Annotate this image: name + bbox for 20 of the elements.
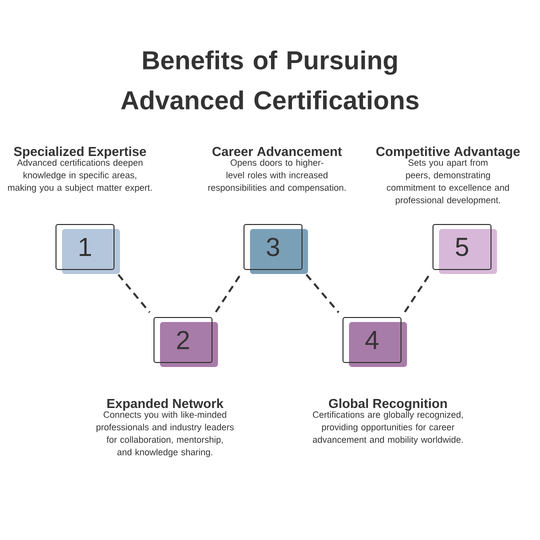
step-heading: Career Advancement [212, 146, 342, 156]
numbered-box: 5 [432, 224, 497, 274]
step-heading: Competitive Advantage [376, 146, 520, 159]
step-description: Certifications are globally recognized, providing opportunities for career advancement and mobility worldwide. [312, 411, 463, 445]
step-description: Sets you apart from peers, demonstrating commitment to excellence and professional development. [386, 159, 509, 206]
dashed-connector [306, 274, 340, 314]
numbered-box: 3 [244, 224, 308, 274]
step-heading: Global Recognition [328, 398, 447, 411]
step-heading: Specialized Expertise [14, 146, 146, 159]
numbered-box: 1 [56, 224, 120, 274]
step-heading: Expanded Network [107, 398, 224, 411]
dashed-connector [404, 274, 430, 313]
dashed-connector [214, 274, 242, 313]
numbered-box: 4 [342, 317, 407, 367]
step-description: Advanced certifications deepen knowledge in specific areas, making you a subject matter expert. [8, 159, 152, 193]
step-description: Opens doors to higher-level roles with increased responsibilities and compensation. [208, 159, 346, 193]
numbered-box: 2 [154, 317, 218, 367]
dashed-connector [118, 274, 150, 314]
title: Benefits of Pursuing Advanced Certifications [121, 50, 418, 110]
step-description: Connects you with like-minded professionals and industry leaders for collaboration, mentorship, and knowledge sharing. [96, 411, 234, 458]
